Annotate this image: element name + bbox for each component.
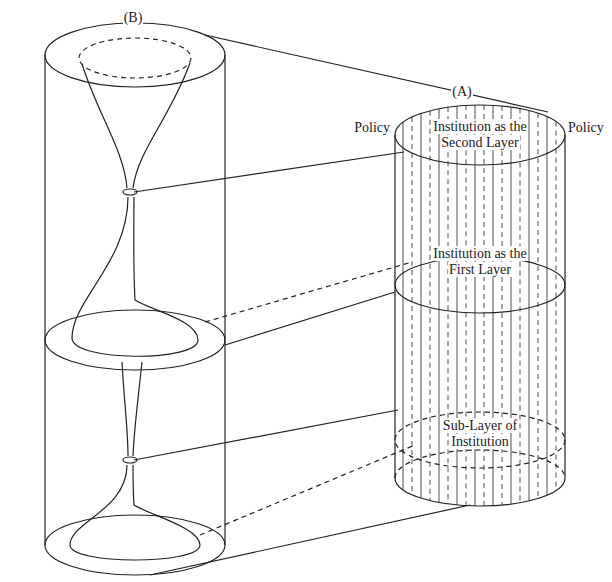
policy-label: Policy bbox=[353, 120, 391, 136]
funnel-line bbox=[122, 362, 128, 456]
layer-name: Institution as the Second Layer bbox=[424, 119, 536, 151]
layer-name: Institution as the First Layer bbox=[424, 246, 536, 278]
base-arc bbox=[395, 450, 565, 478]
projection-line bbox=[205, 35, 548, 112]
cylinder-wall bbox=[224, 55, 225, 545]
projection-line bbox=[225, 292, 395, 345]
layer-label-box: Institution as the Second Layer bbox=[424, 119, 536, 151]
projection-line bbox=[134, 410, 398, 460]
cylinder-wall bbox=[394, 135, 395, 478]
layer-ellipse bbox=[395, 412, 565, 468]
projection-line bbox=[205, 262, 412, 322]
panel-letter: (A) bbox=[451, 84, 472, 100]
funnel-line bbox=[82, 64, 127, 188]
policy-strand bbox=[448, 107, 449, 504]
policy-strand bbox=[412, 117, 413, 495]
policy-strand bbox=[511, 107, 512, 504]
policy-strand bbox=[538, 113, 539, 498]
policy-strand bbox=[439, 109, 440, 503]
cylinder-wall bbox=[564, 135, 565, 478]
policy-strand bbox=[520, 109, 521, 503]
policy-strand bbox=[556, 122, 557, 491]
layer-label-box: Sub-Layer of Institution bbox=[424, 418, 536, 450]
cylinder-wall bbox=[44, 55, 45, 545]
policy-strand bbox=[529, 110, 530, 500]
layer-text: Institution as the Second Layer bbox=[432, 119, 527, 150]
projection-line bbox=[200, 445, 415, 535]
policy-strand bbox=[403, 122, 404, 490]
panel-letter: (B) bbox=[123, 10, 144, 26]
projection-line bbox=[150, 505, 470, 575]
cylinder-a bbox=[395, 105, 565, 506]
layer-text: Institution as the First Layer bbox=[432, 246, 527, 277]
disc-bottom bbox=[45, 515, 225, 575]
dashed-ring bbox=[79, 38, 191, 78]
funnel-line bbox=[133, 362, 142, 456]
projection-line bbox=[134, 152, 404, 192]
vortex-loop bbox=[70, 465, 200, 560]
vortex-loop bbox=[72, 197, 198, 356]
policy-label: Policy bbox=[567, 120, 605, 136]
layer-ellipse bbox=[395, 105, 565, 165]
funnel-line bbox=[133, 63, 190, 188]
policy-strand bbox=[421, 113, 422, 498]
policy-strand bbox=[547, 117, 548, 496]
base-arc bbox=[395, 478, 565, 506]
policy-strand bbox=[430, 111, 431, 501]
layer-name: Sub-Layer of Institution bbox=[424, 418, 536, 450]
disc-top bbox=[45, 23, 225, 87]
projection-lines bbox=[134, 35, 548, 575]
cylinder-b bbox=[45, 23, 225, 575]
layer-text: Sub-Layer of Institution bbox=[442, 418, 518, 449]
layer-label-box: Institution as the First Layer bbox=[424, 246, 536, 278]
